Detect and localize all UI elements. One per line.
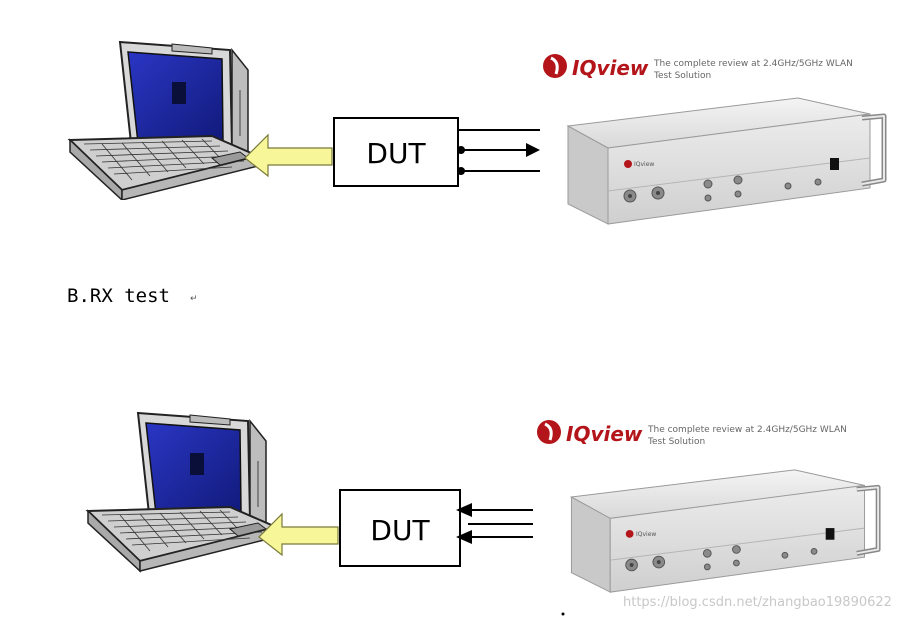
rx-logo-swirl-icon xyxy=(537,420,561,444)
tx-diagram: DUT IQview The complete review at 2.4GHz… xyxy=(69,41,884,224)
tx-rf-lines xyxy=(458,129,540,172)
watermark: https://blog.csdn.net/zhangbao19890622 xyxy=(623,595,892,610)
section-heading: B.RX test xyxy=(67,285,170,307)
rx-tagline-1: The complete review at 2.4GHz/5GHz WLAN xyxy=(647,425,847,435)
rx-laptop xyxy=(86,411,278,573)
stray-dot xyxy=(561,612,565,616)
tx-line-dots xyxy=(457,146,465,175)
rx-logo-text: IQview xyxy=(566,422,643,446)
rx-diagram: DUT IQview The complete review at 2.4GHz… xyxy=(86,411,878,616)
rx-iqview-logo: IQview The complete review at 2.4GHz/5GH… xyxy=(537,420,847,447)
rx-tagline-2: Test Solution xyxy=(647,437,705,447)
tx-iqview-logo: IQview The complete review at 2.4GHz/5GH… xyxy=(543,54,853,81)
tx-dut-box xyxy=(333,117,459,187)
tx-logo-swirl-icon xyxy=(543,54,567,78)
rx-dut-box xyxy=(339,489,461,567)
tx-tagline-1: The complete review at 2.4GHz/5GHz WLAN xyxy=(653,59,853,69)
tx-logo-text: IQview xyxy=(572,56,649,80)
rx-arrow xyxy=(258,512,339,557)
tx-laptop xyxy=(69,41,259,200)
rx-rf-lines xyxy=(460,509,533,538)
tx-arrowhead xyxy=(526,143,540,157)
tx-arrow xyxy=(244,133,333,178)
rx-front-brand: IQview xyxy=(636,531,656,538)
return-mark: ↵ xyxy=(190,294,198,304)
rx-arrowheads xyxy=(456,503,472,544)
tx-instrument xyxy=(568,98,884,224)
rx-instrument xyxy=(571,470,878,592)
rx-dut-label: DUT xyxy=(370,514,430,547)
tx-tagline-2: Test Solution xyxy=(653,71,711,81)
tx-dut-label: DUT xyxy=(366,137,426,170)
tx-front-brand: IQview xyxy=(634,161,654,168)
